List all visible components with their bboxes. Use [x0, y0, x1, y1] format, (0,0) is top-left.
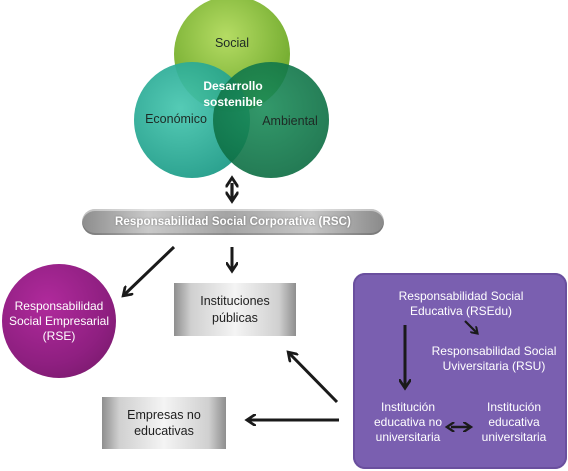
instituciones-line1: Instituciones — [200, 294, 270, 309]
venn-ambiental-circle — [213, 62, 329, 178]
venn-economico-label: Económico — [145, 112, 207, 126]
educativa-panel: Responsabilidad Social Educativa (RSEdu)… — [353, 273, 567, 469]
rsu-line1: Responsabilidad Social — [431, 344, 557, 358]
venn-social-label: Social — [214, 36, 250, 50]
arrow-rsedu-to-rsu — [464, 320, 477, 333]
inst-univ-line3: universitaria — [481, 430, 547, 445]
rse-circle: Responsabilidad Social Empresarial (RSE) — [2, 264, 116, 378]
inst-univ-label: Institución educativa universitaria — [471, 400, 557, 446]
rse-line1: Responsabilidad — [14, 298, 104, 313]
inst-univ-line2: educativa — [488, 415, 540, 430]
instituciones-line2: públicas — [212, 310, 258, 325]
rsedu-line2: Educativa (RSEdu) — [409, 304, 513, 319]
venn-center-line1: Desarrollo — [203, 79, 263, 93]
instituciones-publicas-box: Instituciones públicas — [174, 283, 296, 336]
rsu-line2: Uviversitaria (RSU) — [442, 359, 546, 374]
empresas-no-educativas-box: Empresas no educativas — [102, 397, 226, 449]
rse-label: Responsabilidad Social Empresarial (RSE) — [9, 299, 109, 344]
panel-arrows — [353, 320, 567, 469]
venn-center-line2: sostenible — [203, 94, 263, 109]
inst-no-univ-line3: universitaria — [375, 430, 441, 445]
inst-univ-line1: Institución — [486, 400, 542, 414]
rse-line2: Social Empresarial — [8, 313, 110, 328]
rsc-label: Responsabilidad Social Corporativa (RSC) — [115, 216, 351, 228]
arrow-panel-to-instituciones — [289, 353, 339, 404]
rsedu-line1: Responsabilidad Social — [398, 289, 524, 303]
arrow-rsc-to-rse — [124, 245, 176, 295]
empresas-line1: Empresas no — [127, 407, 201, 422]
venn-center-label: Desarrollo sostenible — [188, 79, 278, 110]
rsu-label: Responsabilidad Social Uviversitaria (RS… — [419, 344, 568, 374]
empresas-line2: educativas — [134, 424, 194, 438]
rsedu-label: Responsabilidad Social Educativa (RSEdu) — [381, 289, 541, 319]
inst-no-univ-line1: Institución — [380, 400, 436, 414]
inst-no-univ-label: Institución educativa no universitaria — [363, 400, 453, 446]
inst-no-univ-line2: educativa no — [373, 415, 443, 430]
venn-ambiental-label: Ambiental — [262, 114, 318, 128]
rse-line3: (RSE) — [42, 328, 76, 343]
rsc-bar: Responsabilidad Social Corporativa (RSC) — [82, 209, 384, 235]
